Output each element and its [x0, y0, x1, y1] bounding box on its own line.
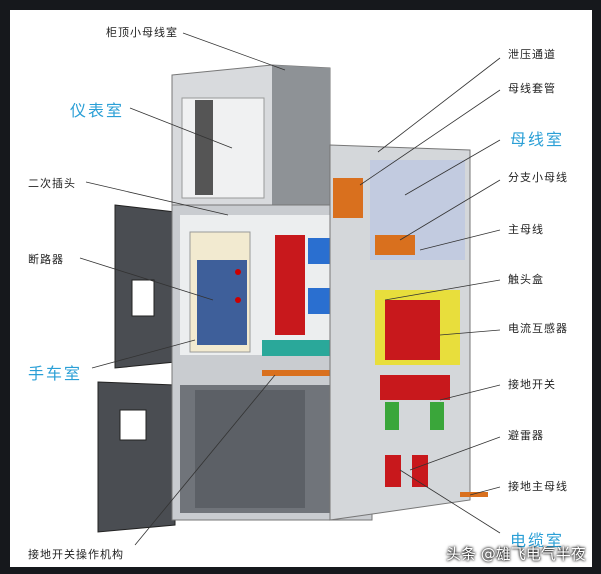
label-branch-bus: 分支小母线 — [508, 171, 568, 184]
busbar-cable-compartment — [329, 144, 488, 521]
label-circuit-breaker: 断路器 — [28, 253, 64, 266]
instrument-compartment — [171, 64, 331, 206]
lower-door — [97, 381, 176, 533]
label-earthing-switch: 接地开关 — [508, 378, 556, 391]
leader-lines — [79, 32, 501, 546]
label-current-transformer: 电流互感器 — [508, 322, 568, 335]
label-busbar-room: 母线室 — [510, 130, 565, 149]
label-earthing-switch-mechanism: 接地开关操作机构 — [28, 548, 124, 561]
label-truck-room: 手车室 — [28, 364, 83, 383]
upper-door — [114, 204, 176, 369]
label-surge-arrester: 避雷器 — [508, 429, 544, 442]
label-cable-room: 电缆室 — [510, 531, 565, 550]
diagram-canvas: 柜顶小母线室 仪表室 二次插头 断路器 手车室 接地开关操作机构 泄压通道 母线… — [10, 10, 592, 567]
label-bus-bushing: 母线套管 — [508, 82, 556, 95]
watermark: 头条 @雄飞电气半夜 — [446, 545, 586, 563]
label-secondary-plug: 二次插头 — [28, 177, 76, 190]
label-earth-main-bus: 接地主母线 — [508, 480, 568, 493]
label-main-bus: 主母线 — [508, 223, 544, 236]
cabinet-body — [171, 204, 373, 521]
label-top-bus-room: 柜顶小母线室 — [106, 26, 178, 39]
label-contact-box: 触头盒 — [508, 273, 544, 286]
switchgear-illustration — [79, 32, 501, 546]
label-instrument-room: 仪表室 — [70, 101, 125, 120]
label-pressure-relief: 泄压通道 — [508, 48, 556, 61]
